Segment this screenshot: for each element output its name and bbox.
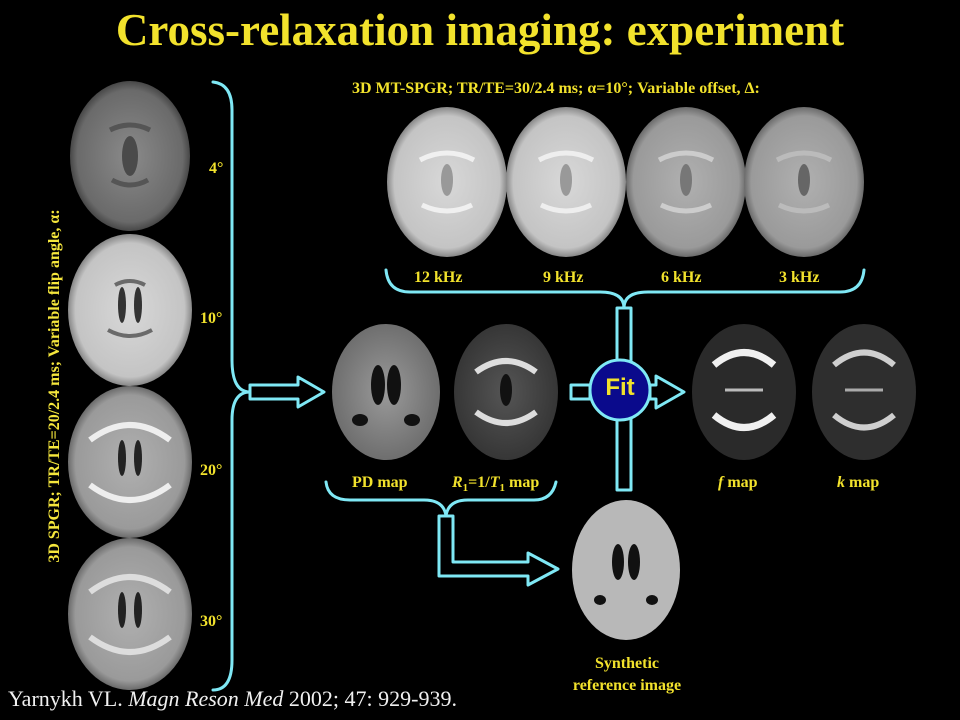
flip-angle-label-30: 30° (200, 613, 223, 630)
synthetic-label: Synthetic reference image (556, 653, 698, 697)
f-map-image (692, 324, 796, 460)
citation: Yarnykh VL. Magn Reson Med 2002; 47: 929… (8, 686, 457, 712)
offset-label-6khz: 6 kHz (661, 269, 702, 286)
left-axis-label: 3D SPGR; TR/TE=20/2.4 ms; Variable flip … (46, 209, 63, 563)
flip-angle-label-10: 10° (200, 310, 223, 327)
k-map-label: k map (837, 474, 880, 491)
top-protocol-label: 3D MT-SPGR; TR/TE=30/2.4 ms; α=10°; Vari… (352, 80, 760, 97)
offset-label-3khz: 3 kHz (779, 269, 820, 286)
f-map-label: f map (718, 474, 758, 491)
brain-image-10deg (68, 234, 192, 386)
r1-map-label: R1=1/T1 map (452, 474, 540, 495)
citation-journal: Magn Reson Med (128, 686, 284, 711)
arrow-to-maps (248, 375, 326, 409)
offset-label-9khz: 9 kHz (543, 269, 584, 286)
fit-circle (588, 358, 652, 422)
brain-image-3khz (744, 107, 864, 257)
flip-angle-label-4: 4° (209, 160, 224, 177)
citation-details: 2002; 47: 929-939. (288, 686, 457, 711)
synthetic-label-line1: Synthetic (595, 655, 659, 672)
k-map-image (812, 324, 916, 460)
flip-angle-label-20: 20° (200, 462, 223, 479)
citation-author: Yarnykh VL. (8, 686, 123, 711)
pd-map-label: PD map (352, 474, 408, 491)
brain-image-30deg (68, 538, 192, 690)
fit-label: Fit (605, 374, 635, 401)
synthetic-label-line2: reference image (572, 677, 682, 694)
arrow-to-synthetic (437, 514, 560, 587)
brain-image-6khz (626, 107, 746, 257)
offset-label-12khz: 12 kHz (414, 269, 463, 286)
brain-image-4deg (70, 81, 190, 231)
pd-map-image (332, 324, 440, 460)
brain-image-9khz (506, 107, 626, 257)
synthetic-reference-image (572, 500, 680, 640)
brain-image-12khz (387, 107, 507, 257)
page-title: Cross-relaxation imaging: experiment (115, 5, 845, 55)
r1-map-image (454, 324, 558, 460)
brain-image-20deg (68, 386, 192, 538)
